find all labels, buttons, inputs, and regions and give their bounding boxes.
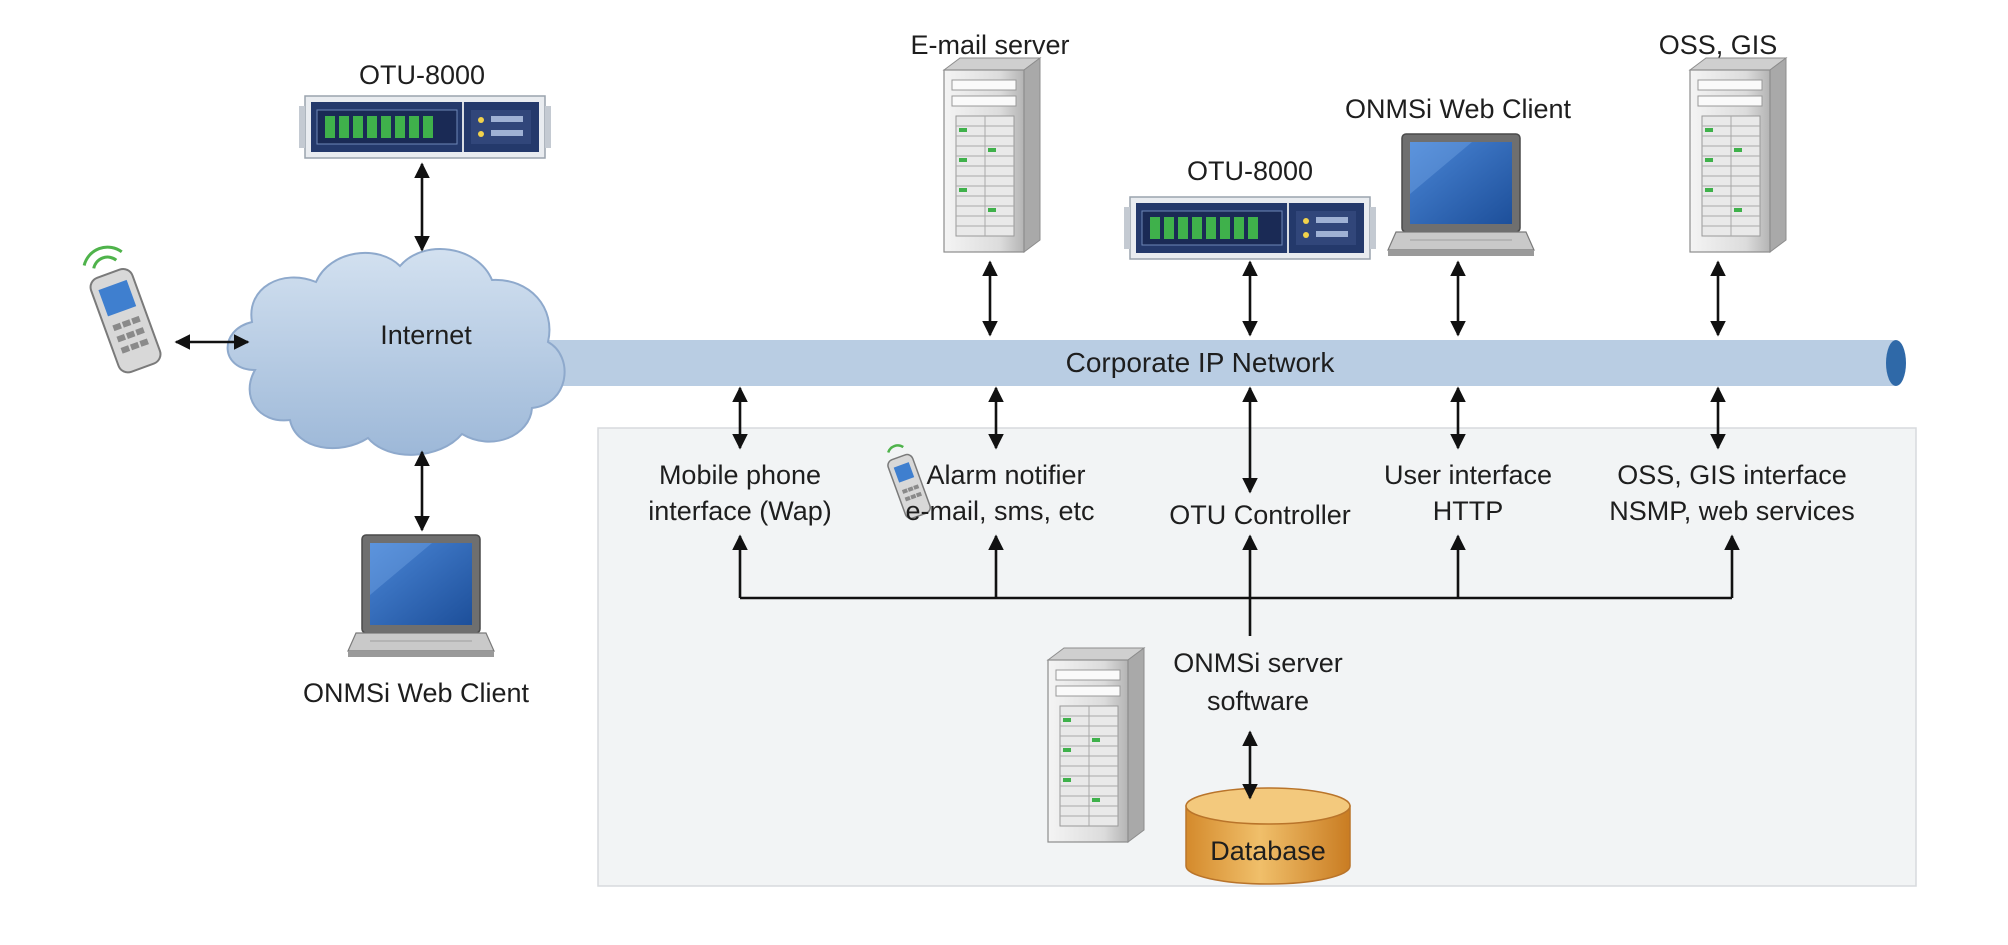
- otu-controller-label: OTU Controller: [1169, 500, 1351, 530]
- web-client-top-label: ONMSi Web Client: [1345, 94, 1572, 124]
- server-tower-icon: [1047, 647, 1145, 843]
- alarm-notifier-label-line1: Alarm notifier: [926, 460, 1085, 490]
- connector-arrows: [174, 162, 1740, 800]
- oss-gis-label: OSS, GIS: [1659, 30, 1778, 60]
- laptop-icon: [347, 534, 495, 658]
- otu-device-icon: [1123, 196, 1377, 260]
- server-tower-icon: [943, 57, 1041, 253]
- oss-interface-label-line1: OSS, GIS interface: [1617, 460, 1847, 490]
- user-interface-label-line1: User interface: [1384, 460, 1552, 490]
- server-tower-icon: [1689, 57, 1787, 253]
- server-software-label-line2: software: [1207, 686, 1309, 716]
- mobile-interface-label-line1: Mobile phone: [659, 460, 821, 490]
- mobile-phone-icon: [887, 444, 931, 520]
- otu-top-left-label: OTU-8000: [359, 60, 485, 90]
- internet-label: Internet: [380, 320, 472, 350]
- email-server-label: E-mail server: [910, 30, 1069, 60]
- otu-center-label: OTU-8000: [1187, 156, 1313, 186]
- mobile-interface-label-line2: interface (Wap): [648, 496, 832, 526]
- laptop-icon: [1387, 133, 1535, 257]
- server-software-label-line1: ONMSi server: [1173, 648, 1343, 678]
- corporate-network-label: Corporate IP Network: [1066, 347, 1336, 378]
- database-label: Database: [1210, 836, 1326, 866]
- database-cylinder-icon: [1185, 787, 1351, 885]
- oss-interface-label-line2: NSMP, web services: [1609, 496, 1855, 526]
- alarm-notifier-label-line2: e-mail, sms, etc: [905, 496, 1094, 526]
- mobile-phone-icon: [82, 245, 162, 374]
- cloud-icon: [226, 248, 566, 456]
- otu-device-icon: [298, 95, 552, 159]
- corporate-network-pipe: [490, 340, 1906, 386]
- web-client-bottom-label: ONMSi Web Client: [303, 678, 530, 708]
- user-interface-label-line2: HTTP: [1433, 496, 1504, 526]
